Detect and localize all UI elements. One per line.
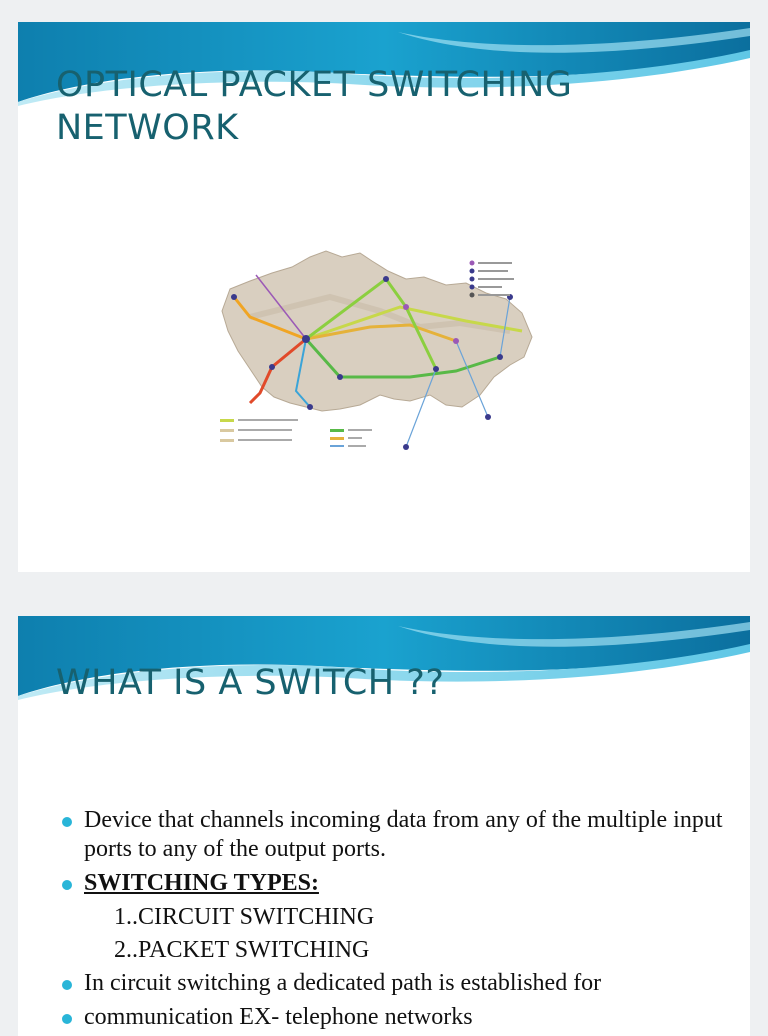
bullet-item: communication EX- telephone networks — [60, 1003, 744, 1032]
slide-2: WHAT IS A SWITCH ?? Device that channels… — [18, 616, 750, 1036]
sub-item-text: 1..CIRCUIT SWITCHING — [114, 904, 375, 930]
title-line-2: NETWORK — [56, 108, 239, 148]
bullet-text: Device that channels incoming data from … — [84, 807, 723, 862]
bullet-dot-icon — [62, 880, 72, 890]
sub-item: 2..PACKET SWITCHING — [60, 936, 750, 965]
bullet-text: communication EX- telephone networks — [84, 1004, 473, 1030]
bullet-heading: SWITCHING TYPES: — [84, 870, 319, 896]
slide-1: OPTICAL PACKET SWITCHING NETWORK — [18, 22, 750, 572]
slide-title: WHAT IS A SWITCH ?? — [56, 663, 445, 703]
network-map-image — [210, 227, 544, 457]
header-swoosh — [18, 616, 750, 700]
sub-item-text: 2..PACKET SWITCHING — [114, 937, 370, 963]
bullet-dot-icon — [62, 980, 72, 990]
header-swoosh — [18, 22, 750, 106]
bullet-item: Device that channels incoming data from … — [60, 806, 744, 864]
sub-item: 1..CIRCUIT SWITCHING — [60, 903, 750, 932]
bullet-text: In circuit switching a dedicated path is… — [84, 970, 602, 996]
bullet-dot-icon — [62, 1014, 72, 1024]
bullet-dot-icon — [62, 817, 72, 827]
bullet-item: In circuit switching a dedicated path is… — [60, 969, 744, 998]
title-line-1: OPTICAL PACKET SWITCHING — [56, 65, 573, 105]
slide-title: OPTICAL PACKET SWITCHING NETWORK — [56, 64, 572, 150]
bullet-item: SWITCHING TYPES: — [60, 869, 744, 898]
bullet-list: Device that channels incoming data from … — [60, 806, 750, 1036]
network-map-graphic — [220, 250, 533, 450]
